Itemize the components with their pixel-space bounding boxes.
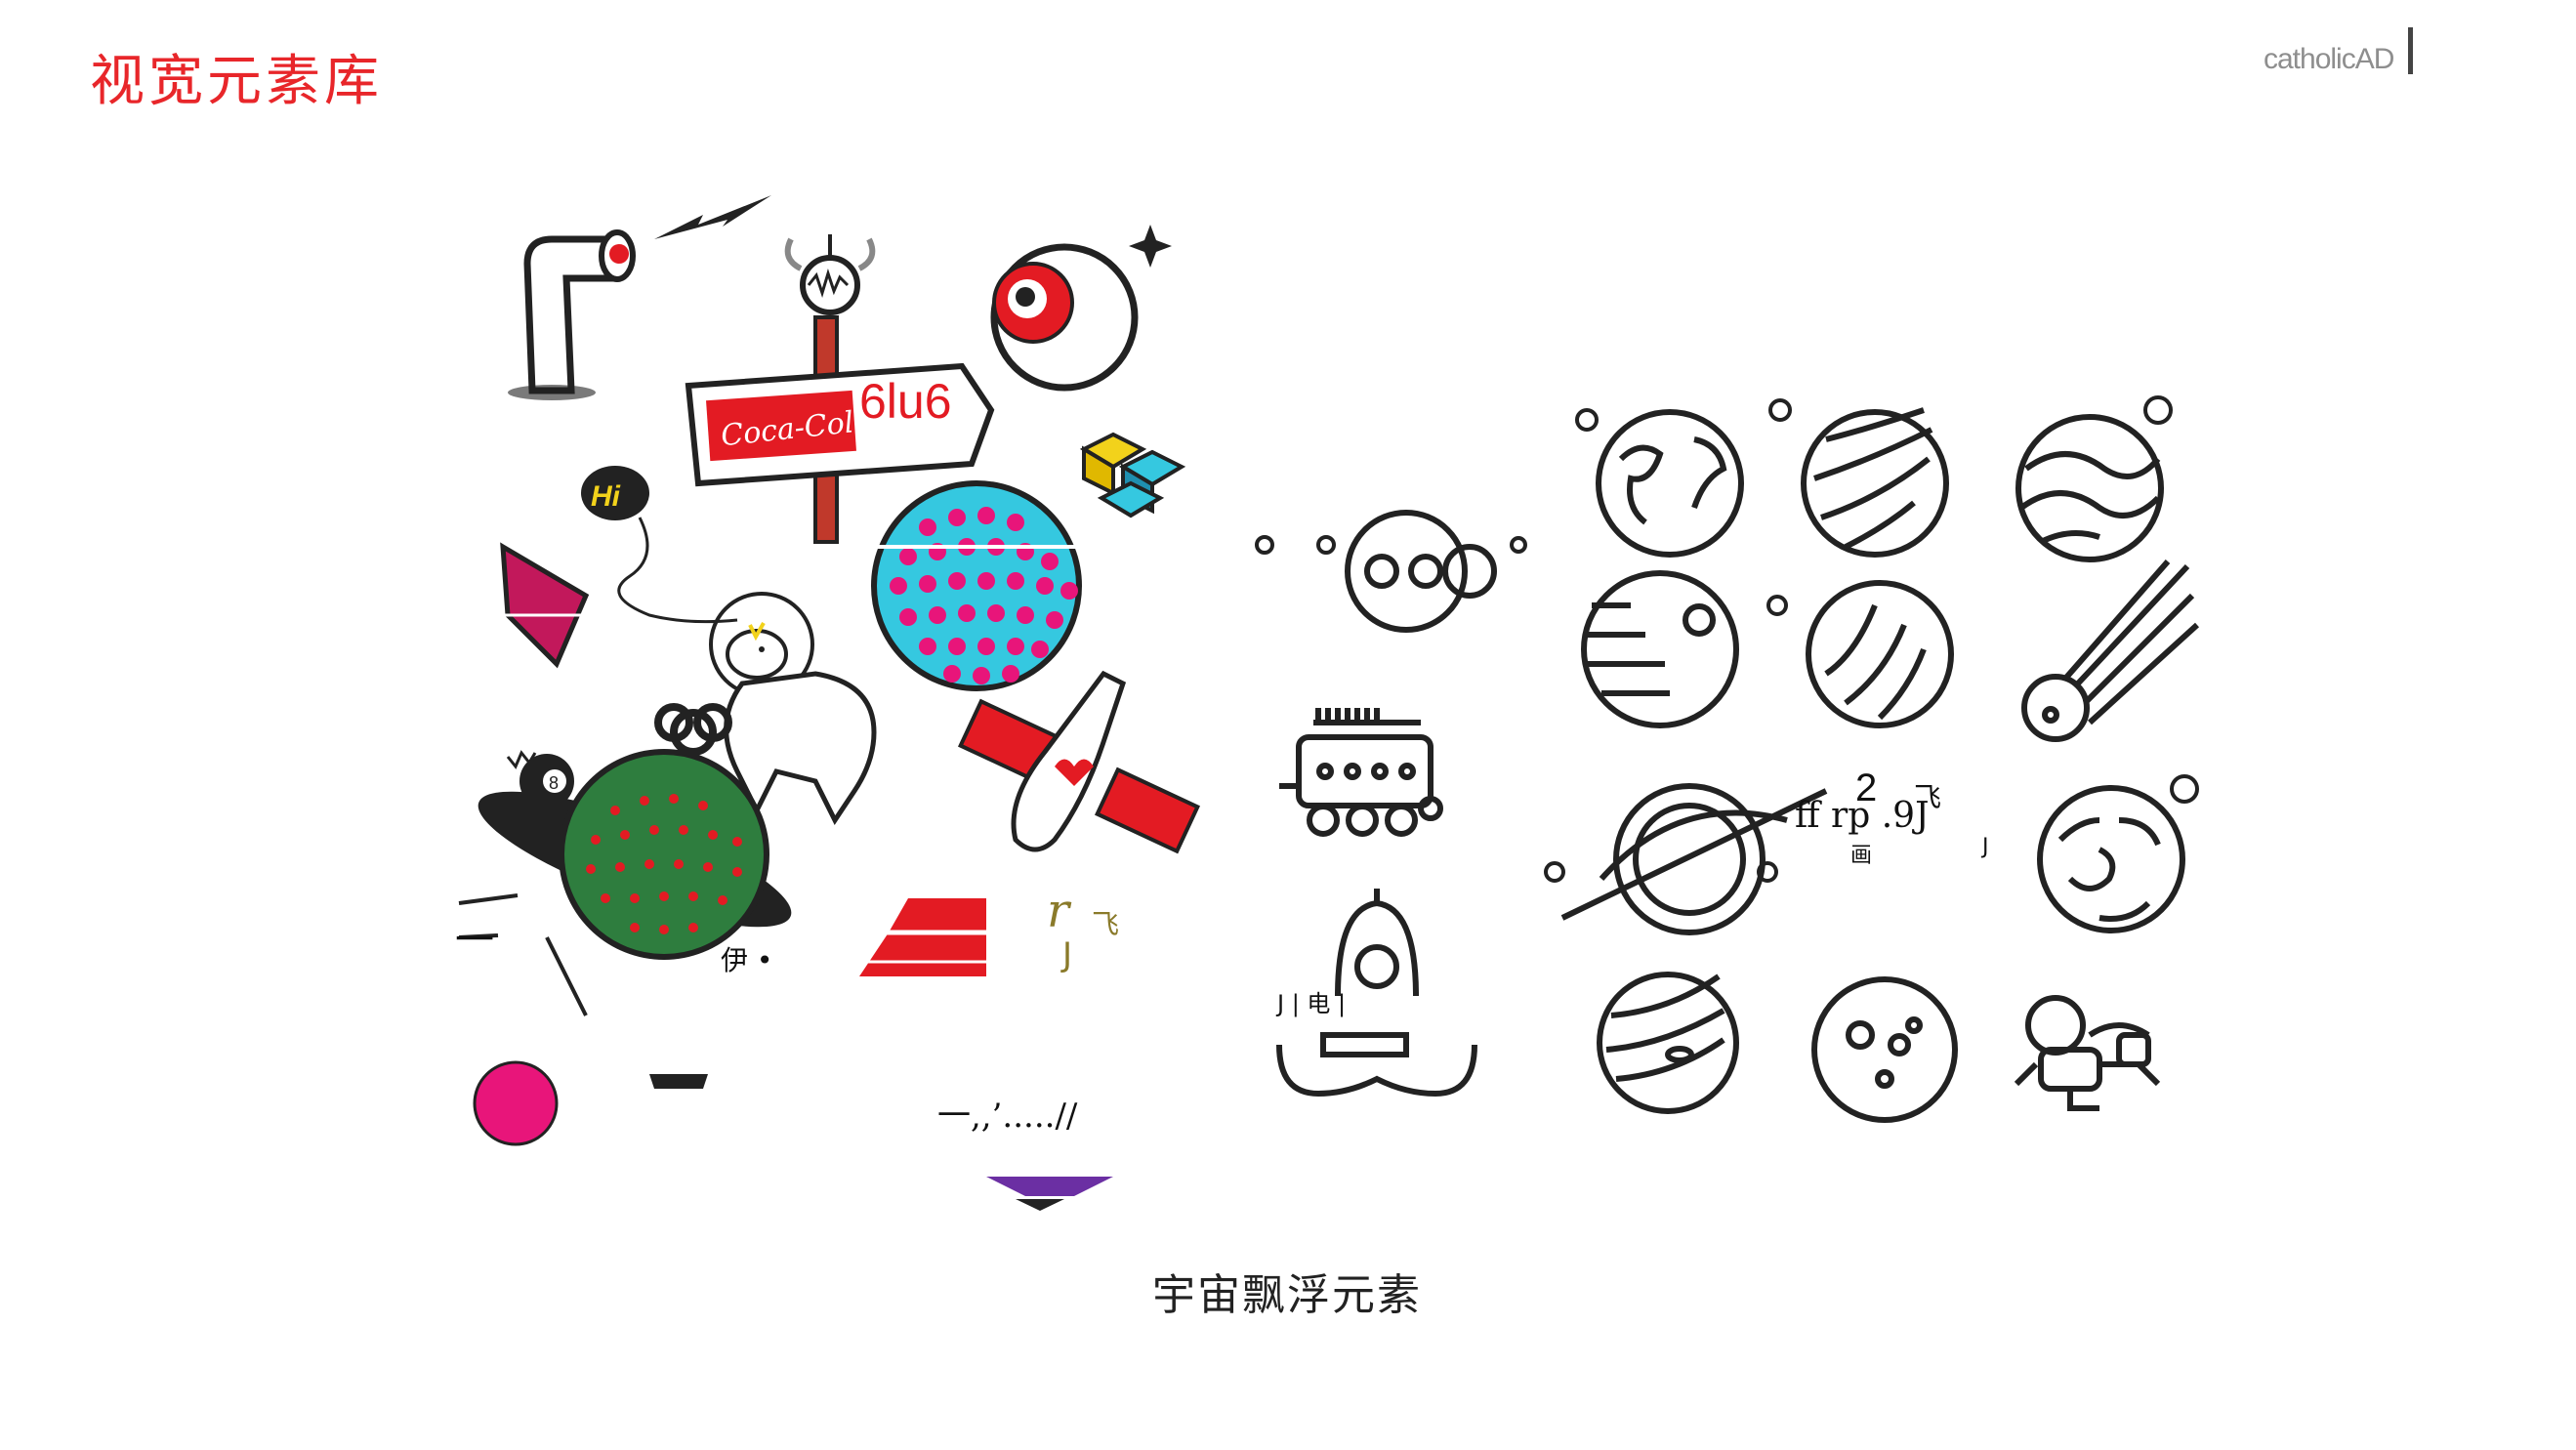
striped-planet-icon-2 — [1806, 580, 1954, 728]
glitch-text: r — [1047, 884, 1069, 938]
swirl-planet-icon — [2037, 774, 2199, 933]
glitch-text: 一,,’.....// — [937, 1097, 1078, 1136]
gem-icon — [500, 542, 590, 669]
lightning-icon — [654, 195, 771, 239]
earth-icon — [1575, 408, 1744, 558]
eight-ball-number: 8 — [549, 773, 559, 793]
robot-antenna-icon — [784, 234, 876, 315]
glitch-text: J — [1982, 835, 1989, 859]
rover-icon — [1279, 708, 1443, 837]
periscope-icon — [508, 229, 636, 400]
glitch-text: 飞 — [1914, 781, 1942, 813]
glitch-stroke — [545, 936, 588, 1016]
glitch-text: 飞 — [1092, 908, 1120, 940]
brand-logo: catholicAD — [2264, 43, 2394, 75]
glitch-text: ff rp .9J — [1795, 796, 1930, 836]
glitch-text: J | 电 | — [1277, 990, 1347, 1017]
eyeball-icon — [990, 225, 1172, 392]
glitch-shape — [1016, 1199, 1064, 1211]
black-hole-icon — [1544, 783, 1828, 935]
glitch-shape — [986, 1177, 1113, 1196]
page-title: 视宽元素库 — [90, 50, 383, 113]
glitch-text: J — [1062, 935, 1073, 974]
glitch-text: 伊 • — [721, 944, 773, 976]
glitch-stroke — [458, 893, 519, 939]
glitch-shape — [649, 1074, 708, 1089]
cubes-icon — [1079, 432, 1186, 518]
pink-circle-icon — [473, 1060, 559, 1146]
section-caption: 宇宙飘浮元素 — [1152, 1270, 1422, 1320]
rocket-icon — [1276, 889, 1477, 1098]
striped-planet-icon — [1768, 398, 1949, 558]
moon-icon — [1811, 976, 1958, 1123]
brand-divider — [2408, 27, 2413, 74]
glitch-text: 一 — [455, 918, 494, 963]
ringed-planet-icon — [478, 703, 792, 960]
glitch-text: 画 — [1850, 844, 1873, 868]
hi-bubble-icon: Hi — [581, 466, 738, 624]
coke-bottle-satellite-icon — [957, 670, 1201, 854]
astronaut-icon — [2014, 995, 2161, 1111]
gas-giant-icon — [1597, 972, 1739, 1114]
glitch-coke-fragment — [850, 898, 991, 976]
space-station-planet-icon — [1581, 570, 1788, 728]
wavy-planet-icon — [2015, 395, 2173, 562]
comet-icon — [2021, 559, 2200, 742]
hi-bubble-text: Hi — [591, 480, 621, 513]
coca-cola-sign: Coca-Cola 6lu6 — [685, 362, 995, 487]
sign-glitch-text: 6lu6 — [859, 374, 952, 429]
glitch-text: 2 — [1855, 766, 1878, 809]
sun-icon — [1255, 510, 1527, 633]
dotted-planet-icon — [871, 480, 1082, 691]
